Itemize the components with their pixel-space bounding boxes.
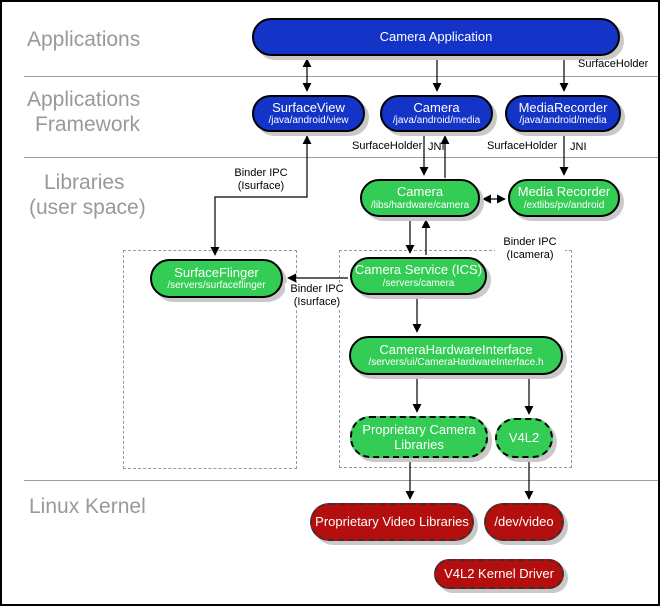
label-line: (Isurface) bbox=[237, 180, 285, 192]
label-binder-ipc-icamera: Binder IPC (Icamera) bbox=[495, 236, 565, 262]
node-subtitle: /extlibs/pv/android bbox=[523, 199, 605, 211]
divider-framework-libraries bbox=[24, 157, 658, 158]
arrow-surfaceview-surfaceflinger bbox=[210, 135, 312, 256]
node-subtitle: /servers/surfaceflinger bbox=[167, 280, 266, 292]
label-surfaceholder-camera: SurfaceHolder bbox=[352, 140, 423, 152]
node-v4l2-kernel-driver: V4L2 Kernel Driver bbox=[434, 559, 564, 589]
node-camera-hardware-interface: CameraHardwareInterface /servers/ui/Came… bbox=[349, 336, 563, 375]
label-binder-ipc-isurface-top: Binder IPC (Isurface) bbox=[227, 167, 295, 193]
node-subtitle: /servers/ui/CameraHardwareInterface.h bbox=[368, 357, 544, 369]
label-line: Binder IPC bbox=[503, 236, 557, 248]
divider-applications-framework bbox=[24, 76, 658, 77]
node-subtitle: /java/android/view bbox=[268, 115, 349, 127]
node-v4l2: V4L2 bbox=[495, 418, 553, 458]
node-title: Camera bbox=[396, 184, 444, 200]
label-line: Binder IPC bbox=[290, 283, 344, 295]
layer-label-text: (user space) bbox=[29, 196, 146, 219]
label-binder-ipc-isurface-mid: Binder IPC (Isurface) bbox=[285, 283, 349, 309]
label-jni-camera: JNI bbox=[428, 141, 445, 153]
layer-label-applications: Applications bbox=[27, 27, 140, 52]
node-subtitle: /servers/camera bbox=[382, 277, 455, 289]
layer-label-text: Linux Kernel bbox=[29, 495, 146, 518]
node-mediarecorder-java: MediaRecorder /java/android/media bbox=[505, 95, 621, 132]
node-subtitle: /libs/hardware/camera bbox=[370, 199, 470, 211]
node-camera-lib: Camera /libs/hardware/camera bbox=[360, 179, 480, 217]
node-proprietary-video-libraries: Proprietary Video Libraries bbox=[310, 503, 474, 541]
node-title: Proprietary Video Libraries bbox=[315, 514, 469, 530]
node-subtitle: /java/android/media bbox=[519, 115, 607, 127]
label-surfaceholder-mediarecorder: SurfaceHolder bbox=[487, 140, 558, 152]
layer-label-libraries: Libraries(user space) bbox=[29, 170, 146, 220]
node-surfaceflinger: SurfaceFlinger /servers/surfaceflinger bbox=[150, 259, 283, 298]
label-surfaceholder-top: SurfaceHolder bbox=[578, 58, 649, 70]
node-title: /dev/video bbox=[494, 514, 554, 530]
node-title: SurfaceView bbox=[272, 99, 345, 115]
node-title: CameraHardwareInterface bbox=[379, 341, 533, 357]
node-title: V4L2 bbox=[508, 430, 540, 446]
node-subtitle: /java/android/media bbox=[392, 115, 481, 127]
surfaceflinger-group-box bbox=[123, 250, 297, 469]
layer-label-text: Libraries bbox=[44, 171, 125, 194]
binder-icamera-group-box bbox=[339, 250, 572, 468]
label-line: Binder IPC bbox=[234, 167, 288, 179]
layer-label-text: Framework bbox=[35, 113, 141, 136]
node-surfaceview: SurfaceView /java/android/view bbox=[252, 95, 365, 132]
divider-libraries-kernel bbox=[24, 480, 658, 481]
node-title: Camera Application bbox=[379, 29, 493, 45]
label-jni-mediarecorder: JNI bbox=[570, 141, 587, 153]
node-media-recorder-lib: Media Recorder /extlibs/pv/android bbox=[508, 179, 620, 217]
node-title: V4L2 Kernel Driver bbox=[444, 566, 554, 582]
layer-label-linux-kernel: Linux Kernel bbox=[29, 494, 146, 519]
layer-label-text: Applications bbox=[27, 88, 141, 111]
node-title: Camera bbox=[413, 99, 460, 115]
label-line: (Isurface) bbox=[293, 296, 341, 308]
node-title: MediaRecorder bbox=[518, 99, 608, 115]
node-title: Camera Service (ICS) bbox=[354, 262, 483, 278]
node-camera-application: Camera Application bbox=[252, 18, 620, 56]
layer-label-text: Applications bbox=[27, 28, 141, 51]
node-proprietary-camera-libraries: Proprietary Camera Libraries bbox=[350, 416, 488, 458]
node-dev-video: /dev/video bbox=[484, 503, 564, 541]
node-camera-service: Camera Service (ICS) /servers/camera bbox=[350, 257, 487, 295]
node-title: Media Recorder bbox=[517, 184, 611, 200]
node-title: SurfaceFlinger bbox=[174, 264, 259, 280]
node-camera-java: Camera /java/android/media bbox=[380, 95, 493, 132]
label-line: (Icamera) bbox=[506, 249, 554, 261]
node-title: Proprietary Camera Libraries bbox=[362, 421, 476, 452]
